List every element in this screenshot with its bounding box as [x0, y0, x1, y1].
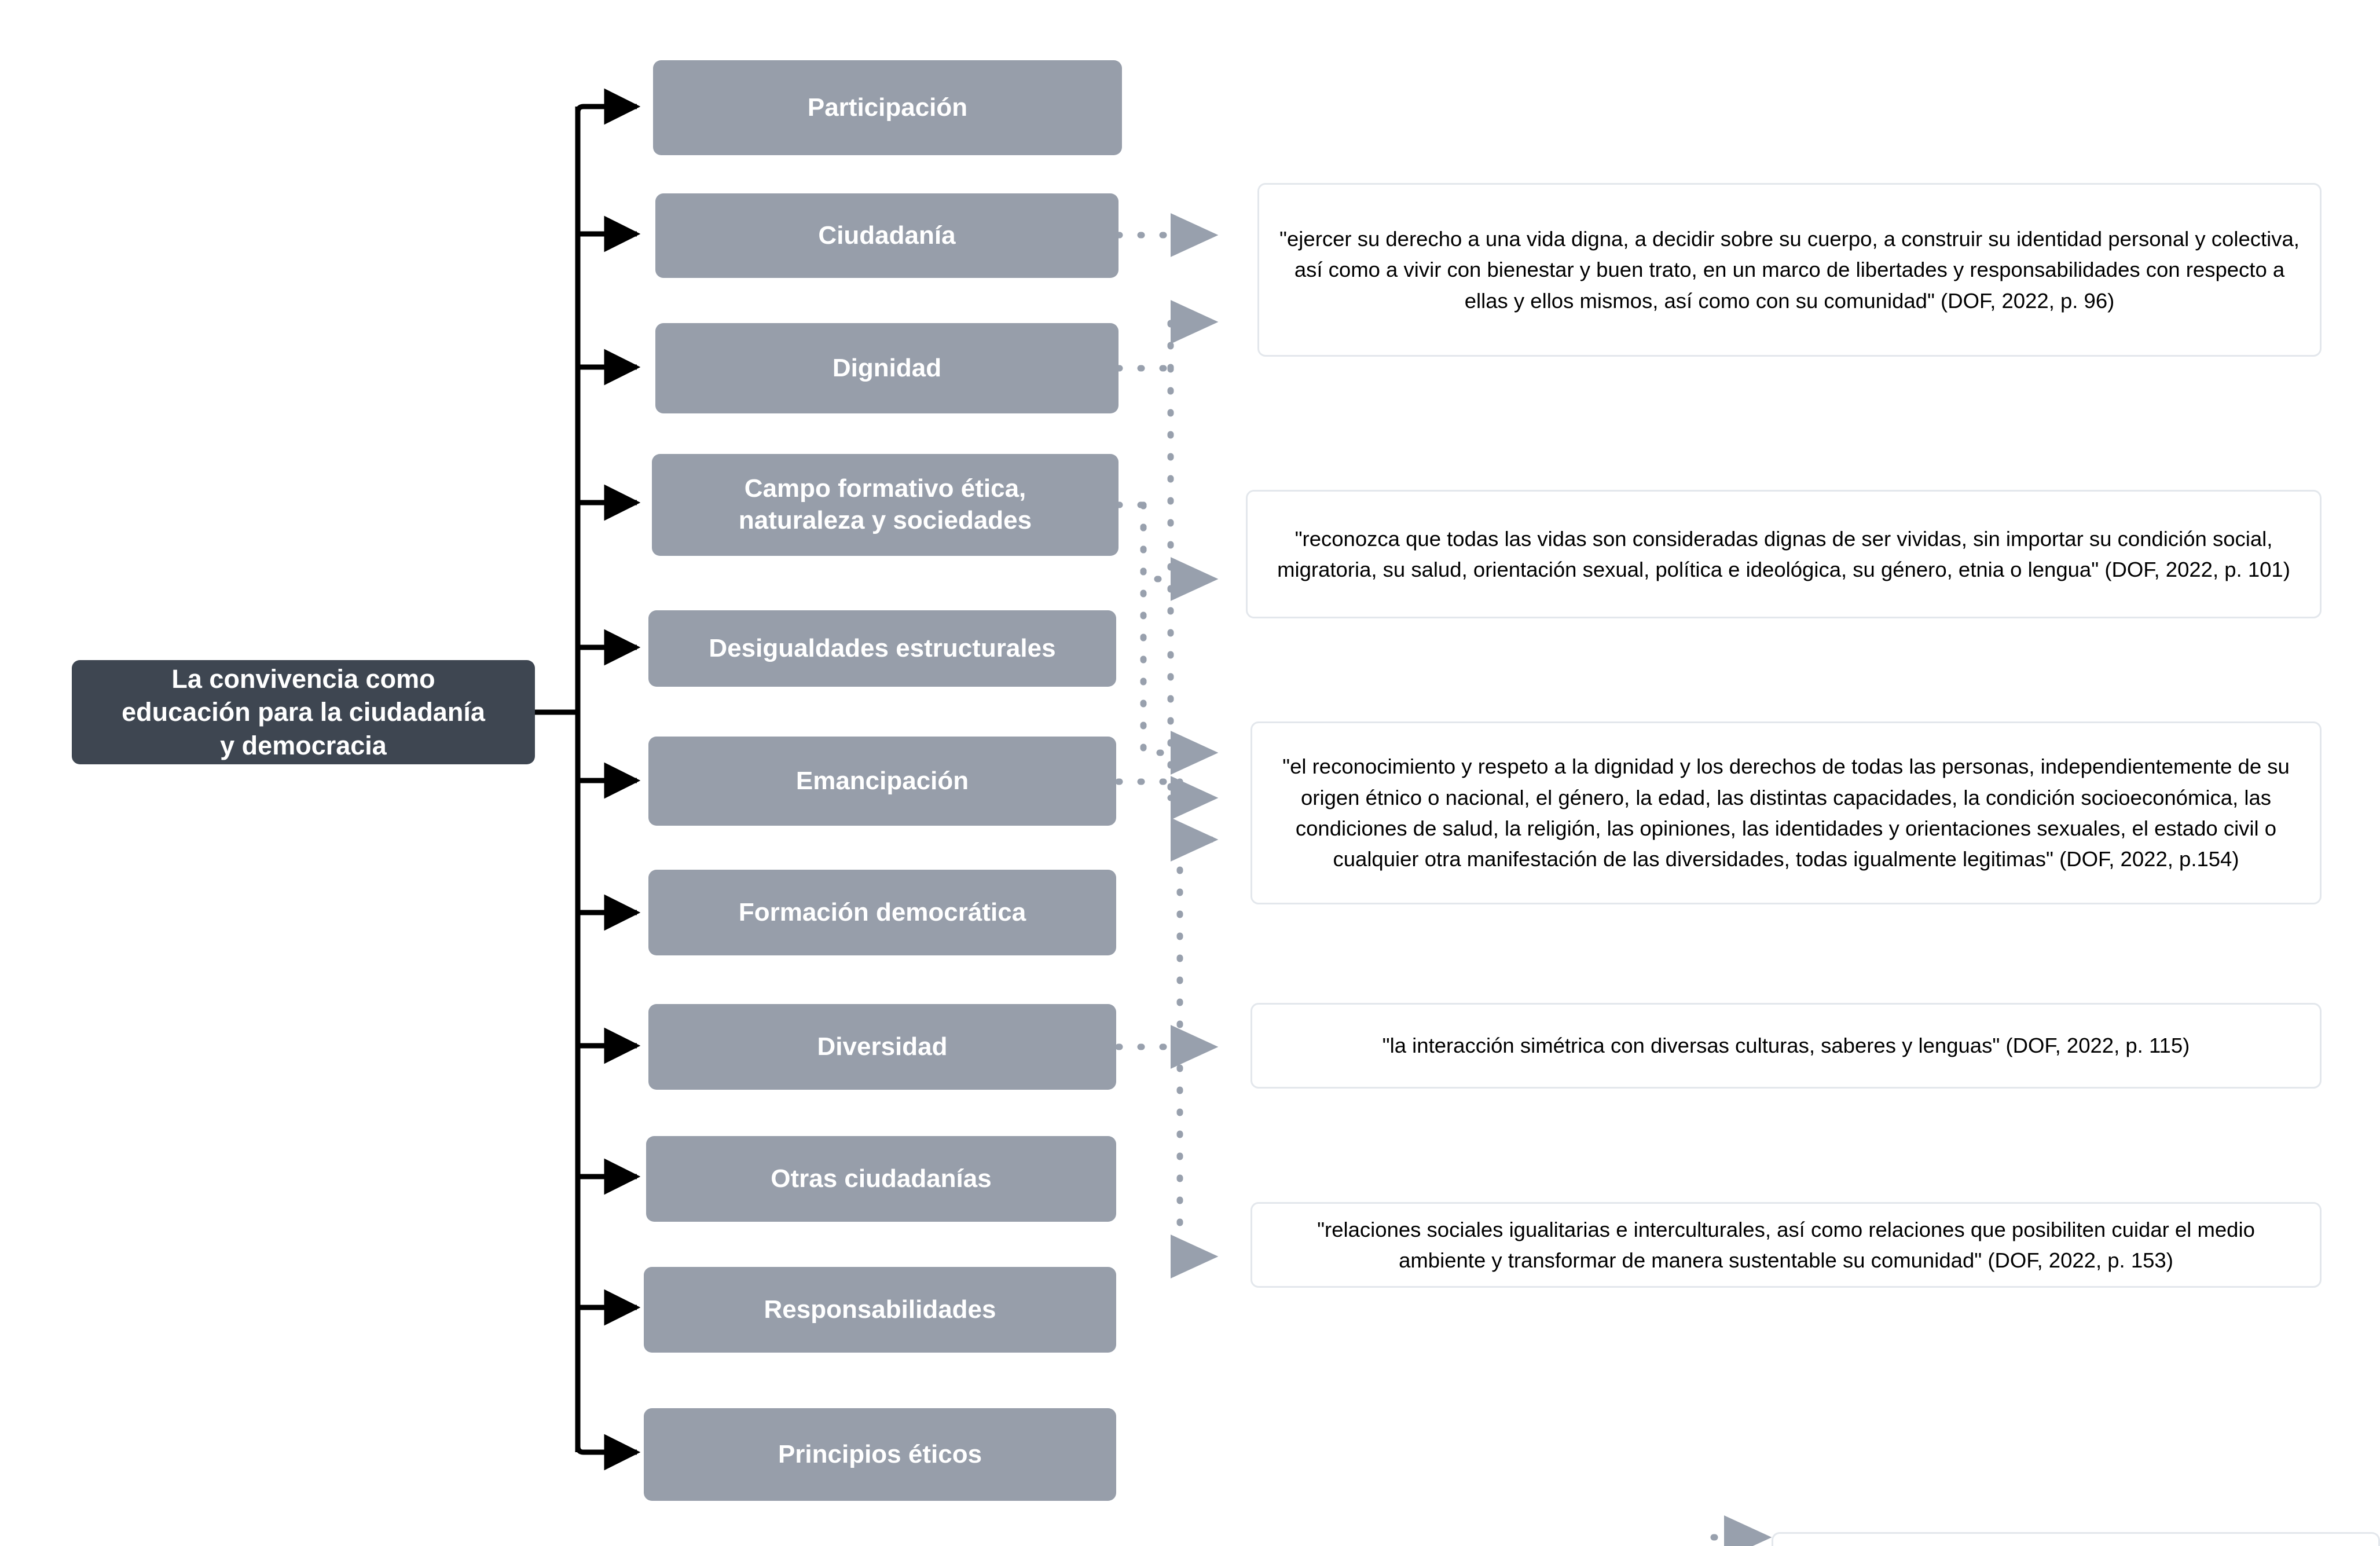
branch-node-label: Responsabilidades — [764, 1295, 996, 1324]
quote-text: "relaciones sociales igualitarias e inte… — [1317, 1217, 2255, 1272]
quote-text: "ejercer su derecho a una vida digna, a … — [1279, 227, 2300, 313]
branch-node-label: Participación — [807, 93, 968, 122]
quote-box-partial-offscreen[interactable] — [1772, 1532, 2380, 1546]
branch-node-desigualdades-estructurales[interactable]: Desigualdades estructurales — [648, 610, 1116, 687]
branch-node-label: Ciudadanía — [818, 221, 956, 250]
quote-box-dof-p154[interactable]: "el reconocimiento y respeto a la dignid… — [1250, 721, 2322, 904]
branch-node-label: Dignidad — [832, 353, 942, 382]
quote-box-dof-p101[interactable]: "reconozca que todas las vidas son consi… — [1246, 490, 2322, 618]
branch-node-label: Diversidad — [817, 1032, 948, 1061]
branch-node-dignidad[interactable]: Dignidad — [655, 323, 1119, 413]
branch-node-otras-ciudadanias[interactable]: Otras ciudadanías — [646, 1136, 1116, 1222]
branch-node-label: Principios éticos — [778, 1439, 982, 1468]
branch-node-label: Otras ciudadanías — [771, 1164, 992, 1193]
quote-box-dof-p153[interactable]: "relaciones sociales igualitarias e inte… — [1250, 1202, 2322, 1288]
quote-text: "reconozca que todas las vidas son consi… — [1277, 526, 2290, 581]
branch-node-formacion-democratica[interactable]: Formación democrática — [648, 870, 1116, 955]
branch-node-label: Formación democrática — [738, 897, 1026, 926]
quote-box-dof-p115[interactable]: "la interacción simétrica con diversas c… — [1250, 1003, 2322, 1089]
branch-node-emancipacion[interactable]: Emancipación — [648, 737, 1116, 826]
branch-node-participacion[interactable]: Participación — [653, 60, 1122, 155]
quote-text: "la interacción simétrica con diversas c… — [1382, 1034, 2190, 1058]
branch-node-diversidad[interactable]: Diversidad — [648, 1004, 1116, 1090]
branch-node-label: Campo formativo ética, naturaleza y soci… — [738, 474, 1032, 534]
quote-text: "el reconocimiento y respeto a la dignid… — [1282, 754, 2290, 871]
branch-node-label: Desigualdades estructurales — [709, 633, 1056, 662]
root-node[interactable]: La convivencia como educación para la ci… — [72, 660, 535, 764]
quote-box-dof-p96[interactable]: "ejercer su derecho a una vida digna, a … — [1257, 183, 2322, 357]
branch-node-label: Emancipación — [795, 766, 969, 795]
root-node-label: La convivencia como educación para la ci… — [122, 664, 485, 760]
branch-node-responsabilidades[interactable]: Responsabilidades — [644, 1267, 1116, 1353]
branch-node-campo-formativo[interactable]: Campo formativo ética, naturaleza y soci… — [652, 454, 1119, 556]
branch-node-ciudadania[interactable]: Ciudadanía — [655, 193, 1119, 278]
branch-node-principios-eticos[interactable]: Principios éticos — [644, 1408, 1116, 1501]
